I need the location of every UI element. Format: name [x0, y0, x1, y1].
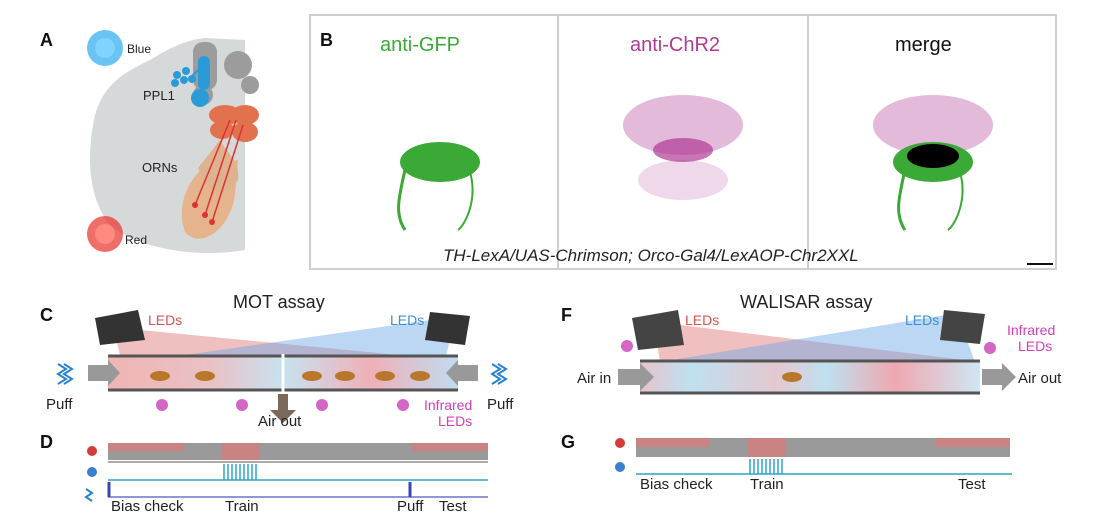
panel-label-d: D	[40, 432, 53, 452]
anti-gfp-title: anti-GFP	[380, 34, 461, 56]
ppl1-label: PPL1	[143, 88, 175, 103]
merge-title: merge	[895, 34, 952, 56]
panel-label-f: F	[561, 305, 572, 325]
panel-label-a: A	[40, 30, 53, 50]
mot-air-out: Air out	[258, 413, 302, 430]
walisar-assay-title: WALISAR assay	[740, 292, 873, 312]
red-light-label: Red	[125, 233, 148, 247]
genotype-label: TH-LexA/UAS-Chrimson; Orco-Gal4/LexAOP-C…	[443, 246, 859, 265]
walisar-leds-right: LEDs	[905, 312, 940, 328]
panel-a-brain-diagram	[87, 30, 259, 253]
merge-image	[873, 95, 993, 231]
d-bias-check: Bias check	[111, 498, 184, 515]
panel-label-c: C	[40, 305, 53, 325]
right-led-box	[425, 312, 470, 345]
walisar-air-out: Air out	[1018, 370, 1062, 387]
mot-assay-title: MOT assay	[233, 292, 325, 312]
mot-puff-right: Puff	[487, 396, 514, 413]
walisar-left-led-box	[632, 310, 684, 350]
flies-mot	[150, 371, 430, 381]
panel-label-g: G	[561, 432, 576, 452]
panel-b-divider-1	[557, 14, 559, 270]
d-test: Test	[439, 498, 467, 515]
walisar-infrared-2: LEDs	[1018, 338, 1053, 354]
mot-leds-right: LEDs	[390, 312, 425, 328]
gfp-image	[397, 142, 480, 231]
d-puff: Puff	[397, 498, 424, 515]
panel-label-b: B	[320, 30, 333, 50]
mot-infrared-2: LEDs	[438, 413, 473, 429]
air-out-arrow	[270, 394, 296, 423]
g-bias-check: Bias check	[640, 476, 713, 493]
ppl1-neurons	[171, 56, 210, 107]
walisar-ir-led-right	[984, 342, 996, 354]
orns-label: ORNs	[142, 160, 178, 175]
g-train: Train	[750, 476, 784, 493]
mot-leds-left: LEDs	[148, 312, 183, 328]
d-train: Train	[225, 498, 259, 515]
chr2-image	[623, 95, 743, 200]
mot-infrared-1: Infrared	[424, 397, 473, 413]
walisar-ir-led-left	[621, 340, 633, 352]
mot-puff-left: Puff	[46, 396, 73, 413]
panel-b-divider-2	[807, 14, 809, 270]
puff-icons	[56, 363, 508, 385]
walisar-leds-left: LEDs	[685, 312, 720, 328]
blue-light-label: Blue	[127, 42, 152, 56]
walisar-infrared-1: Infrared	[1007, 322, 1056, 338]
walisar-right-led-box	[940, 310, 985, 344]
g-test: Test	[958, 476, 986, 493]
infrared-leds	[156, 399, 409, 411]
walisar-fly	[782, 372, 802, 382]
panel-b-frame	[309, 14, 1057, 270]
walisar-tube	[640, 362, 980, 392]
anti-chr2-title: anti-ChR2	[630, 34, 721, 56]
walisar-air-in: Air in	[577, 370, 612, 387]
left-led-box	[95, 310, 145, 345]
